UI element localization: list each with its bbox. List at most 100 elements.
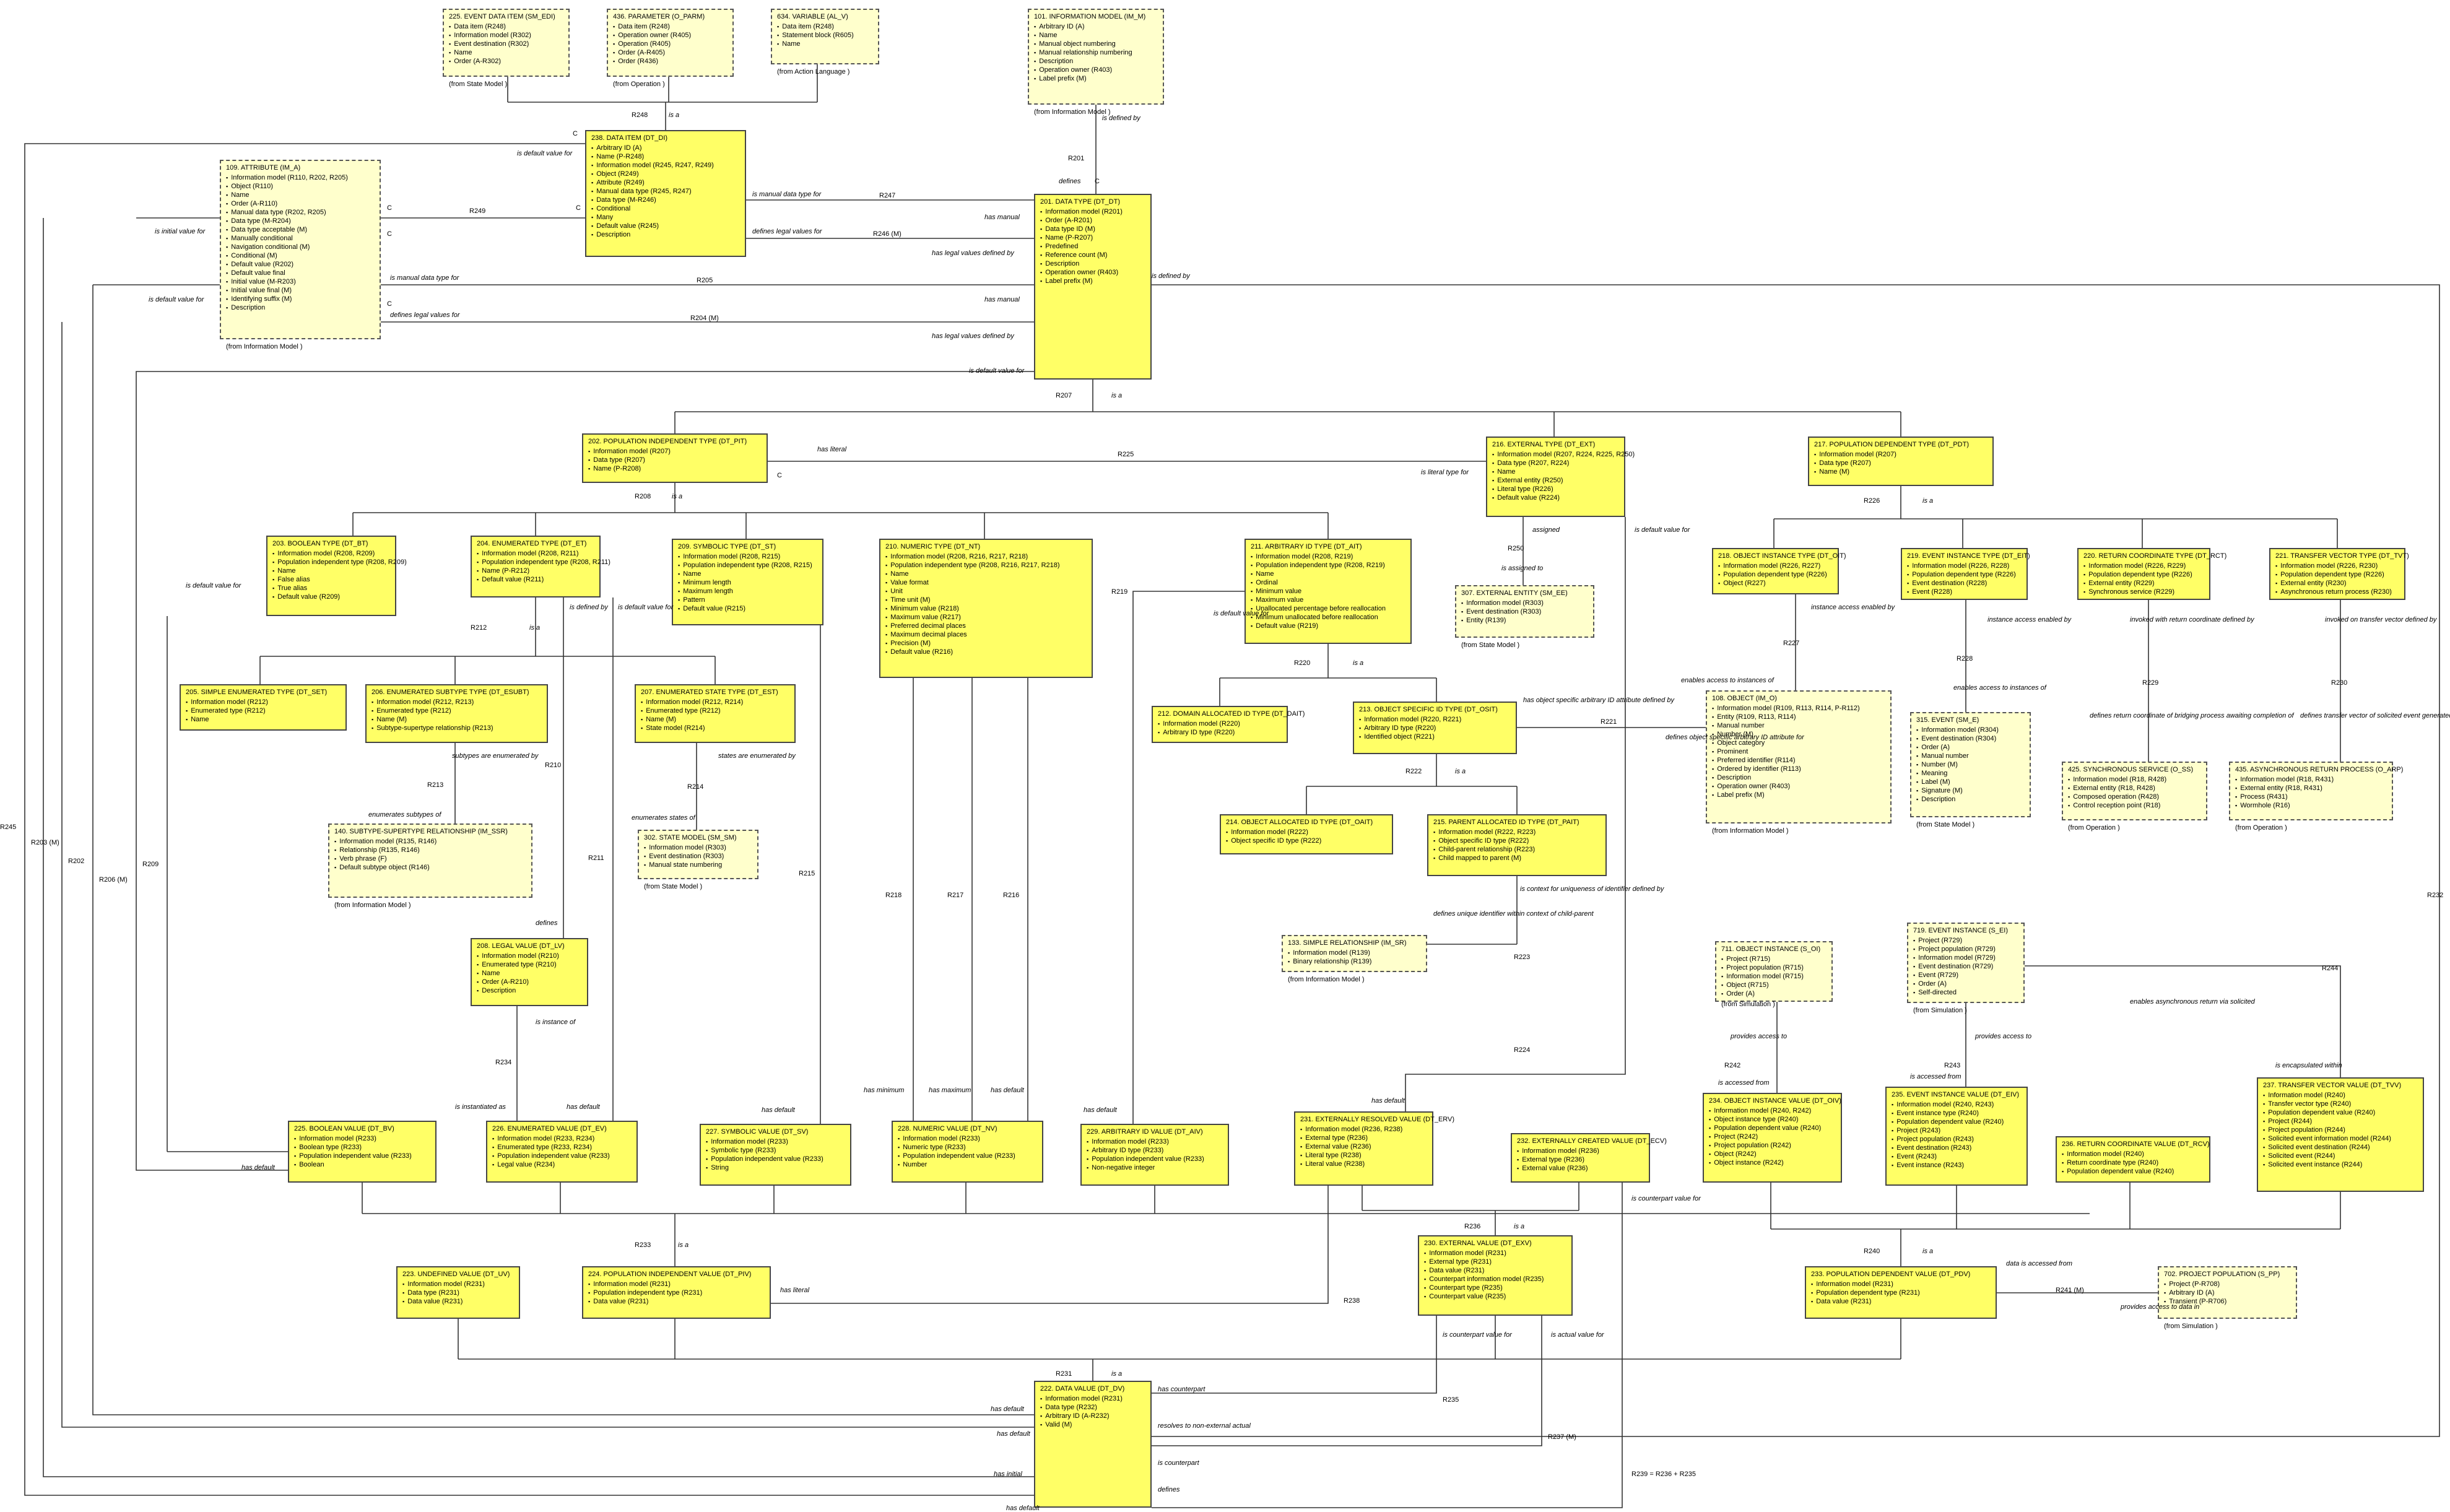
role-phrase: has default xyxy=(567,1103,600,1111)
class-box-o_ss[interactable]: 425. SYNCHRONOUS SERVICE (O_SS)Informati… xyxy=(2062,762,2207,820)
class-box-dt_est[interactable]: 207. ENUMERATED STATE TYPE (DT_EST)Infor… xyxy=(635,684,796,743)
class-box-im_ee[interactable]: 307. EXTERNAL ENTITY (SM_EE)Information … xyxy=(1455,585,1594,638)
attribute-item: Default value (R245) xyxy=(591,222,740,230)
attribute-list: Information model (R208, R216, R217, R21… xyxy=(885,552,1087,656)
class-box-dt_dait[interactable]: 212. DOMAIN ALLOCATED ID TYPE (DT_DAIT)I… xyxy=(1152,706,1305,743)
class-box-im_sr[interactable]: 133. SIMPLE RELATIONSHIP (IM_SR)Informat… xyxy=(1282,935,1427,972)
class-box-dt_oiv[interactable]: 234. OBJECT INSTANCE VALUE (DT_OIV)Infor… xyxy=(1703,1093,1842,1183)
class-box-dt_ext[interactable]: 216. EXTERNAL TYPE (DT_EXT)Information m… xyxy=(1486,437,1635,517)
role-phrase: enumerates subtypes of xyxy=(368,811,441,819)
relationship-label: R233 xyxy=(635,1241,651,1249)
attribute-item: State model (R214) xyxy=(641,724,789,732)
attribute-item: Information model (R222) xyxy=(1226,828,1387,836)
attribute-item: Description xyxy=(1040,259,1145,268)
class-box-dt_dv[interactable]: 222. DATA VALUE (DT_DV)Information model… xyxy=(1034,1381,1152,1508)
class-box-im_ssr[interactable]: 140. SUBTYPE-SUPERTYPE RELATIONSHIP (IM_… xyxy=(328,823,532,898)
class-box-o_parm[interactable]: 436. PARAMETER (O_PARM)Data item (R248)O… xyxy=(607,9,734,77)
class-box-dt_oait[interactable]: 214. OBJECT ALLOCATED ID TYPE (DT_OAIT)I… xyxy=(1220,814,1393,854)
class-box-al_v[interactable]: 634. VARIABLE (AL_V)Data item (R248)Stat… xyxy=(771,9,879,64)
class-title: 212. DOMAIN ALLOCATED ID TYPE (DT_DAIT) xyxy=(1158,710,1305,718)
class-box-dt_osit[interactable]: 213. OBJECT SPECIFIC ID TYPE (DT_OSIT)In… xyxy=(1353,702,1517,754)
attribute-item: Name xyxy=(777,40,873,48)
class-box-sm_sm[interactable]: 302. STATE MODEL (SM_SM)Information mode… xyxy=(638,830,758,879)
class-box-dt_ait[interactable]: 211. ARBITRARY ID TYPE (DT_AIT)Informati… xyxy=(1245,539,1412,644)
class-box-sm_edi[interactable]: 225. EVENT DATA ITEM (SM_EDI)Data item (… xyxy=(443,9,570,77)
class-box-dt_esubt[interactable]: 206. ENUMERATED SUBTYPE TYPE (DT_ESUBT)I… xyxy=(365,684,548,743)
class-box-im_m[interactable]: 101. INFORMATION MODEL (IM_M)Arbitrary I… xyxy=(1028,9,1164,105)
attribute-item: Default value final xyxy=(226,269,375,277)
role-phrase: is counterpart xyxy=(1158,1459,1199,1467)
class-box-dt_bv[interactable]: 225. BOOLEAN VALUE (DT_BV)Information mo… xyxy=(288,1121,437,1183)
role-phrase: has object specific arbitrary ID attribu… xyxy=(1523,697,1674,704)
role-phrase: states are enumerated by xyxy=(718,752,796,760)
class-box-dt_eit[interactable]: 219. EVENT INSTANCE TYPE (DT_EIT)Informa… xyxy=(1901,548,2030,600)
relationship-label: R241 (M) xyxy=(2056,1287,2084,1294)
class-box-dt_et[interactable]: 204. ENUMERATED TYPE (DT_ET)Information … xyxy=(471,536,610,597)
class-box-dt_rcv[interactable]: 236. RETURN COORDINATE VALUE (DT_RCV)Inf… xyxy=(2056,1136,2210,1183)
class-box-dt_ecv[interactable]: 232. EXTERNALLY CREATED VALUE (DT_ECV)In… xyxy=(1511,1133,1667,1183)
role-phrase: is accessed from xyxy=(1910,1073,1961,1080)
class-box-im_a[interactable]: 109. ATTRIBUTE (IM_A)Information model (… xyxy=(220,160,381,339)
attribute-list: Information model (R233)Numeric type (R2… xyxy=(898,1134,1037,1169)
attribute-item: Ordinal xyxy=(1251,578,1405,587)
attribute-list: Information model (R240, R243)Event inst… xyxy=(1892,1100,2022,1170)
attribute-item: Number (M) xyxy=(1916,760,2025,769)
class-box-dt_piv[interactable]: 224. POPULATION INDEPENDENT VALUE (DT_PI… xyxy=(582,1266,771,1319)
class-box-s_oi[interactable]: 711. OBJECT INSTANCE (S_OI)Project (R715… xyxy=(1715,941,1833,1002)
role-phrase: has default xyxy=(991,1406,1024,1413)
class-box-dt_eiv[interactable]: 235. EVENT INSTANCE VALUE (DT_EIV)Inform… xyxy=(1885,1087,2028,1186)
class-origin-note: (from Operation ) xyxy=(613,80,665,88)
attribute-item: Information model (R231) xyxy=(1424,1249,1566,1258)
class-box-dt_dt[interactable]: 201. DATA TYPE (DT_DT)Information model … xyxy=(1034,194,1152,380)
class-box-dt_lv[interactable]: 208. LEGAL VALUE (DT_LV)Information mode… xyxy=(471,938,588,1006)
class-box-dt_set[interactable]: 205. SIMPLE ENUMERATED TYPE (DT_SET)Info… xyxy=(180,684,347,731)
attribute-list: Arbitrary ID (A)NameManual object number… xyxy=(1034,22,1158,83)
class-title: 237. TRANSFER VECTOR VALUE (DT_TVV) xyxy=(2263,1082,2402,1089)
class-box-dt_pdv[interactable]: 233. POPULATION DEPENDENT VALUE (DT_PDV)… xyxy=(1805,1266,1997,1319)
class-title: 133. SIMPLE RELATIONSHIP (IM_SR) xyxy=(1288,939,1407,947)
attribute-item: Order (A-R210) xyxy=(477,978,582,986)
attribute-item: Order (A-R405) xyxy=(613,48,728,57)
class-box-dt_di[interactable]: 238. DATA ITEM (DT_DI)Arbitrary ID (A)Na… xyxy=(585,130,746,257)
class-box-dt_uv[interactable]: 223. UNDEFINED VALUE (DT_UV)Information … xyxy=(396,1266,520,1319)
class-title: 234. OBJECT INSTANCE VALUE (DT_OIV) xyxy=(1709,1097,1841,1105)
attribute-item: Population dependent type (R226) xyxy=(2083,570,2204,579)
class-box-dt_st[interactable]: 209. SYMBOLIC TYPE (DT_ST)Information mo… xyxy=(672,539,823,625)
attribute-item: Predefined xyxy=(1040,242,1145,251)
class-box-dt_tvv[interactable]: 237. TRANSFER VECTOR VALUE (DT_TVV)Infor… xyxy=(2257,1077,2424,1192)
attribute-item: Minimum value xyxy=(1251,587,1405,596)
class-box-dt_pait[interactable]: 215. PARENT ALLOCATED ID TYPE (DT_PAIT)I… xyxy=(1427,814,1607,876)
class-box-dt_pit[interactable]: 202. POPULATION INDEPENDENT TYPE (DT_PIT… xyxy=(582,433,768,483)
relationship-label: R222 xyxy=(1405,768,1422,775)
class-box-dt_pdt[interactable]: 217. POPULATION DEPENDENT TYPE (DT_PDT)I… xyxy=(1808,437,1994,486)
attribute-item: Minimum length xyxy=(678,578,817,587)
role-phrase: is a xyxy=(1922,1248,1934,1255)
class-box-dt_exv[interactable]: 230. EXTERNAL VALUE (DT_EXV)Information … xyxy=(1418,1235,1573,1316)
attribute-list: Information model (R212, R214)Enumerated… xyxy=(641,698,789,732)
attribute-item: Maximum decimal places xyxy=(885,630,1087,639)
class-box-dt_aiv[interactable]: 229. ARBITRARY ID VALUE (DT_AIV)Informat… xyxy=(1080,1124,1229,1186)
attribute-item: Event instance (R243) xyxy=(1892,1161,2022,1170)
class-box-o_arp[interactable]: 435. ASYNCHRONOUS RETURN PROCESS (O_ARP)… xyxy=(2229,762,2403,820)
class-box-dt_nv[interactable]: 228. NUMERIC VALUE (DT_NV)Information mo… xyxy=(892,1121,1043,1183)
class-box-dt_erv[interactable]: 231. EXTERNALLY RESOLVED VALUE (DT_ERV)I… xyxy=(1294,1111,1454,1186)
class-box-dt_ev[interactable]: 226. ENUMERATED VALUE (DT_EV)Information… xyxy=(486,1121,638,1183)
class-box-dt_nt[interactable]: 210. NUMERIC TYPE (DT_NT)Information mod… xyxy=(879,539,1093,678)
class-box-s_ei[interactable]: 719. EVENT INSTANCE (S_EI)Project (R729)… xyxy=(1907,923,2025,1003)
class-box-dt_oit[interactable]: 218. OBJECT INSTANCE TYPE (DT_OIT)Inform… xyxy=(1712,548,1846,594)
class-box-dt_rct[interactable]: 220. RETURN COORDINATE TYPE (DT_RCT)Info… xyxy=(2077,548,2226,600)
role-phrase: is default value for xyxy=(1635,526,1690,534)
class-box-dt_bt[interactable]: 203. BOOLEAN TYPE (DT_BT)Information mod… xyxy=(266,536,407,616)
attribute-item: Description xyxy=(1034,57,1158,66)
role-phrase: is initial value for xyxy=(155,228,206,235)
class-box-dt_tvt[interactable]: 221. TRANSFER VECTOR TYPE (DT_TVT)Inform… xyxy=(2269,548,2409,600)
relationship-label: R234 xyxy=(495,1059,512,1066)
attribute-item: Valid (M) xyxy=(1040,1420,1145,1429)
class-box-im_o[interactable]: 108. OBJECT (IM_O)Information model (R10… xyxy=(1706,690,1892,823)
class-box-s_pp[interactable]: 702. PROJECT POPULATION (S_PP)Project (P… xyxy=(2158,1266,2297,1319)
class-box-dt_sv[interactable]: 227. SYMBOLIC VALUE (DT_SV)Information m… xyxy=(700,1124,851,1186)
class-box-sm_e[interactable]: 315. EVENT (SM_E)Information model (R304… xyxy=(1910,712,2031,817)
attribute-item: Population dependent value (R240) xyxy=(2062,1167,2204,1176)
class-title: 307. EXTERNAL ENTITY (SM_EE) xyxy=(1461,589,1568,597)
attribute-item: Object (R715) xyxy=(1721,981,1827,989)
